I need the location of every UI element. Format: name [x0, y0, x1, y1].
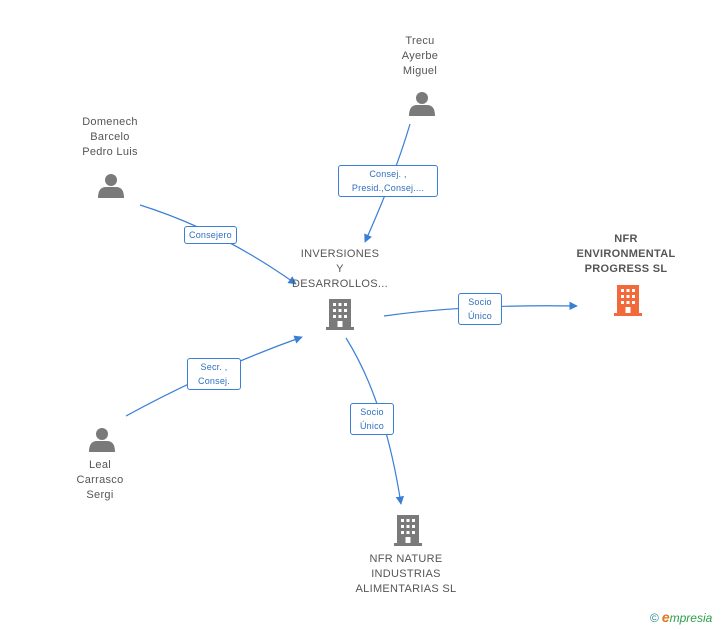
node-label-line: PROGRESS SL — [584, 263, 668, 275]
edge-label-domenech-inversiones[interactable]: Consejero — [184, 226, 237, 244]
node-label-line: Miguel — [402, 65, 438, 77]
node-label-line: DESARROLLOS... — [292, 278, 388, 290]
person-icon[interactable] — [89, 428, 115, 452]
edge-label-line: Socio — [468, 297, 492, 307]
node-label-inversiones[interactable]: INVERSIONES Y DESARROLLOS... — [280, 247, 400, 292]
edge-domenech-inversiones — [139, 204, 297, 285]
node-label-nfr-environmental[interactable]: NFR ENVIRONMENTAL PROGRESS SL — [566, 232, 686, 277]
node-label-line: Ayerbe — [401, 50, 439, 62]
node-label-line: ENVIRONMENTAL — [576, 248, 676, 260]
edge-label-line: Único — [467, 311, 492, 321]
node-label-line: Y — [336, 263, 344, 275]
node-label-line: Leal — [89, 459, 111, 471]
node-label-line: Barcelo — [90, 131, 130, 143]
edge-label-trecu-inversiones[interactable]: Consej. , Presid.,Consej.... — [338, 165, 438, 197]
node-label-domenech[interactable]: Domenech Barcelo Pedro Luis — [60, 115, 160, 160]
node-label-trecu[interactable]: Trecu Ayerbe Miguel — [380, 34, 460, 79]
node-label-line: NFR NATURE — [369, 553, 443, 565]
edge-label-line: Único — [359, 421, 384, 431]
node-label-line: Pedro Luis — [82, 146, 138, 158]
node-label-line: INDUSTRIAS — [371, 568, 441, 580]
edge-label-line: Consej. , — [369, 169, 407, 179]
node-label-nfr-nature[interactable]: NFR NATURE INDUSTRIAS ALIMENTARIAS SL — [346, 552, 466, 597]
node-label-leal[interactable]: Leal Carrasco Sergi — [60, 458, 140, 503]
brand-name: mpresia — [669, 611, 713, 625]
person-icon[interactable] — [409, 92, 435, 116]
empresia-logo[interactable]: ©empresia — [650, 609, 712, 625]
copyright-symbol: © — [650, 611, 659, 625]
building-icon[interactable] — [394, 515, 422, 546]
edge-label-leal-inversiones[interactable]: Secr. , Consej. — [187, 358, 241, 390]
node-label-line: Carrasco — [76, 474, 124, 486]
node-label-line: Sergi — [86, 489, 114, 501]
edge-label-line: Consej. — [198, 376, 230, 386]
node-label-line: INVERSIONES — [300, 248, 380, 260]
node-label-line: NFR — [614, 233, 638, 245]
node-label-line: ALIMENTARIAS SL — [355, 583, 457, 595]
person-icon[interactable] — [98, 174, 124, 198]
edge-label-line: Secr. , — [200, 362, 228, 372]
edge-label-line: Socio — [360, 407, 384, 417]
building-icon[interactable] — [614, 285, 642, 316]
node-label-line: Trecu — [405, 35, 435, 47]
building-icon[interactable] — [326, 299, 354, 330]
node-label-line: Domenech — [82, 116, 138, 128]
brand-initial: e — [661, 609, 670, 625]
edge-label-inversiones-nfr-environmental[interactable]: Socio Único — [458, 293, 502, 325]
edge-label-line: Presid.,Consej.... — [351, 183, 425, 193]
edge-label-inversiones-nfr-nature[interactable]: Socio Único — [350, 403, 394, 435]
edge-label-line: Consejero — [189, 230, 232, 240]
